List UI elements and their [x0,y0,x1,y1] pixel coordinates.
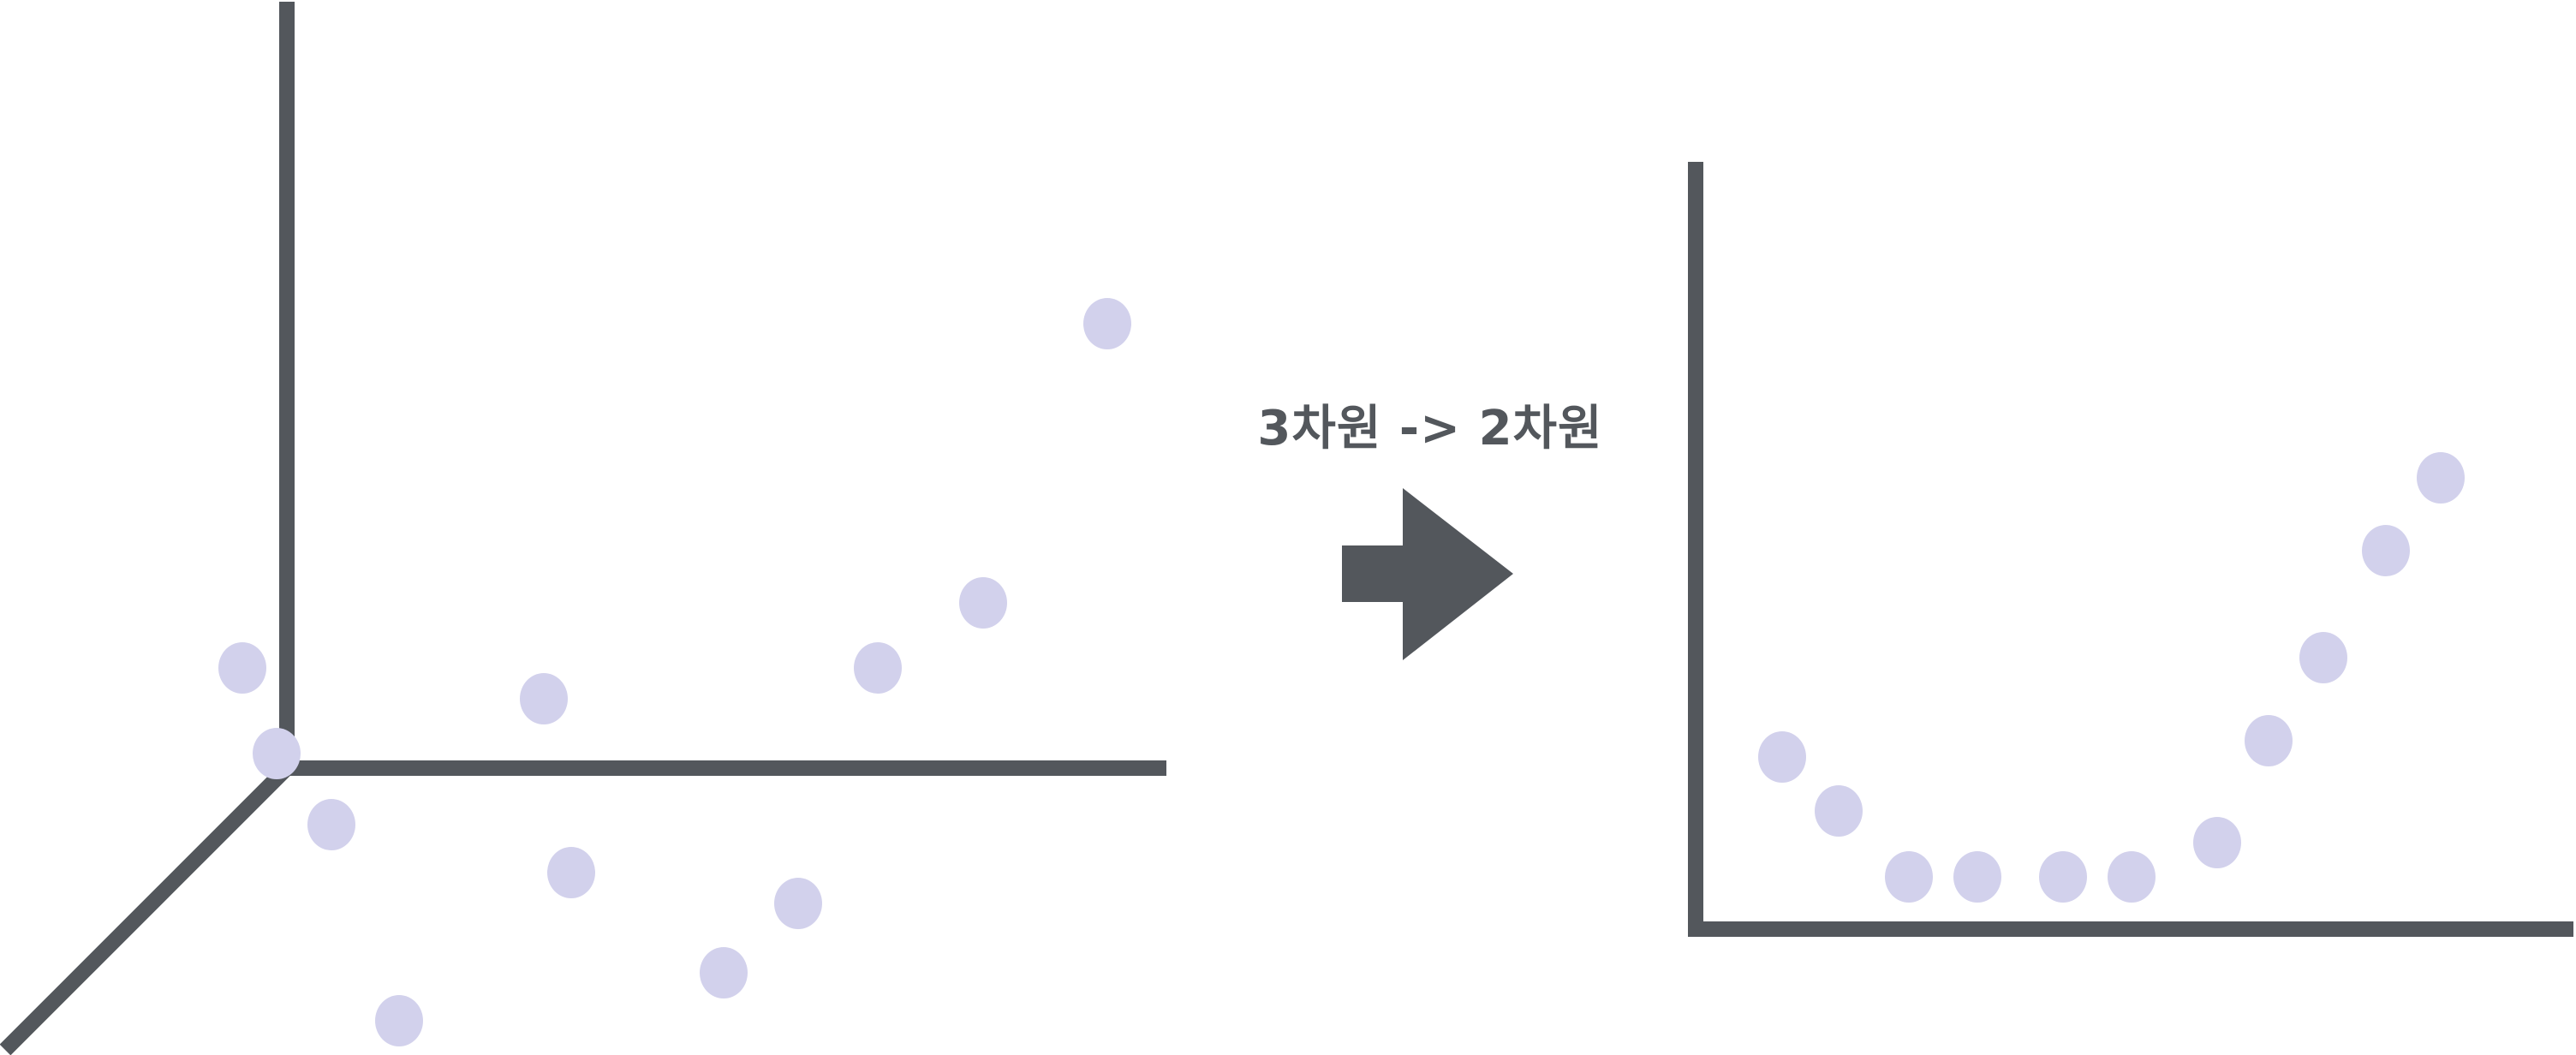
data-point [375,995,423,1046]
data-point [547,847,595,898]
data-point [2417,452,2465,504]
data-point [520,673,568,724]
data-point [2108,851,2156,903]
data-point [1083,298,1131,349]
right-arrow-icon [1342,488,1513,660]
data-point [700,947,748,998]
left-points [218,298,1131,1046]
left-axis-depth [0,757,298,1055]
data-point [253,728,301,779]
right-points [1758,452,2465,903]
data-point [2299,632,2347,683]
data-point [2193,817,2241,868]
left-3d-plot [0,2,1166,1055]
data-point [307,799,355,850]
data-point [218,642,266,694]
data-point [2245,715,2293,766]
data-point [959,577,1007,629]
data-point [774,878,822,929]
data-point [1885,851,1933,903]
right-2d-plot [1688,162,2573,937]
data-point [854,642,902,694]
data-point [2039,851,2087,903]
data-point [1953,851,2001,903]
data-point [1758,731,1806,783]
data-point [2362,525,2410,576]
data-point [1815,785,1863,837]
transformation-label: 3차원 -> 2차원 [1257,401,1603,456]
